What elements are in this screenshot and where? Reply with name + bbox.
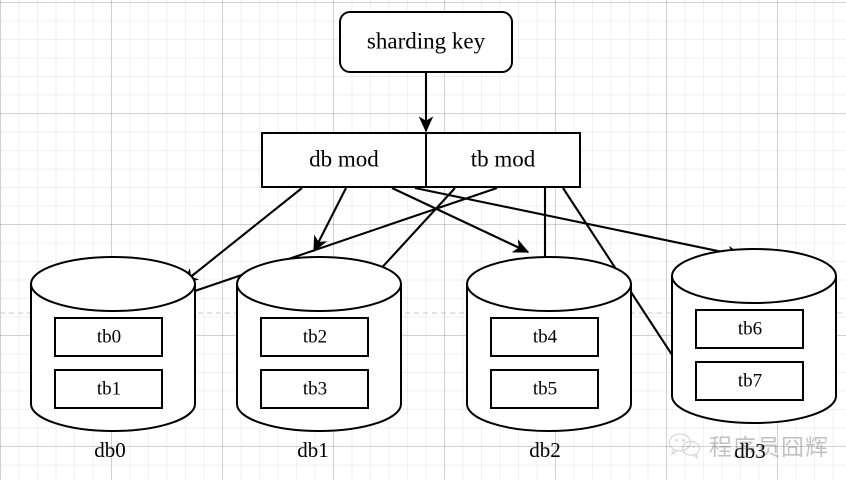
table-label-tb3: tb3 bbox=[303, 378, 327, 399]
table-label-tb5: tb5 bbox=[533, 378, 557, 399]
database-label-db3: db3 bbox=[734, 439, 766, 463]
db3-cylinder-top bbox=[671, 248, 837, 304]
database-db3: tb6 tb7 db3 bbox=[671, 248, 837, 463]
router-box bbox=[261, 132, 581, 188]
table-label-tb2: tb2 bbox=[303, 326, 327, 347]
edge-dbmod-to-db3 bbox=[414, 186, 744, 261]
table-box-tb4 bbox=[490, 317, 599, 357]
table-label-tb4: tb4 bbox=[533, 326, 558, 347]
table-label-tb6: tb6 bbox=[738, 318, 762, 339]
db0-cylinder-top bbox=[30, 256, 196, 312]
table-box-tb1 bbox=[54, 369, 163, 409]
database-label-db1: db1 bbox=[297, 438, 329, 462]
database-db2: tb4 tb5 db2 bbox=[466, 256, 632, 462]
table-label-tb1: tb1 bbox=[97, 378, 121, 399]
table-label-tb0: tb0 bbox=[97, 326, 121, 347]
database-db1: tb2 tb3 db1 bbox=[236, 256, 402, 462]
table-label-tb7: tb7 bbox=[738, 370, 762, 391]
table-box-tb6 bbox=[695, 309, 804, 349]
database-label-db0: db0 bbox=[94, 438, 126, 462]
sharding-key-label: sharding key bbox=[367, 28, 486, 53]
table-box-tb5 bbox=[490, 369, 599, 409]
database-db0: tb0 tb1 db0 bbox=[30, 256, 196, 462]
db2-cylinder-top bbox=[466, 256, 632, 312]
db1-cylinder-top bbox=[236, 256, 402, 312]
edge-dbmod-to-db2 bbox=[391, 187, 530, 253]
edge-dbmod-to-db1 bbox=[313, 187, 347, 253]
db-mod-label: db mod bbox=[309, 146, 379, 171]
table-box-tb3 bbox=[260, 369, 369, 409]
table-box-tb7 bbox=[695, 361, 804, 401]
database-label-db2: db2 bbox=[529, 438, 561, 462]
tb-mod-label: tb mod bbox=[471, 146, 536, 171]
table-box-tb0 bbox=[54, 317, 163, 357]
table-box-tb2 bbox=[260, 317, 369, 357]
edge-dbmod-to-db0 bbox=[181, 187, 303, 284]
